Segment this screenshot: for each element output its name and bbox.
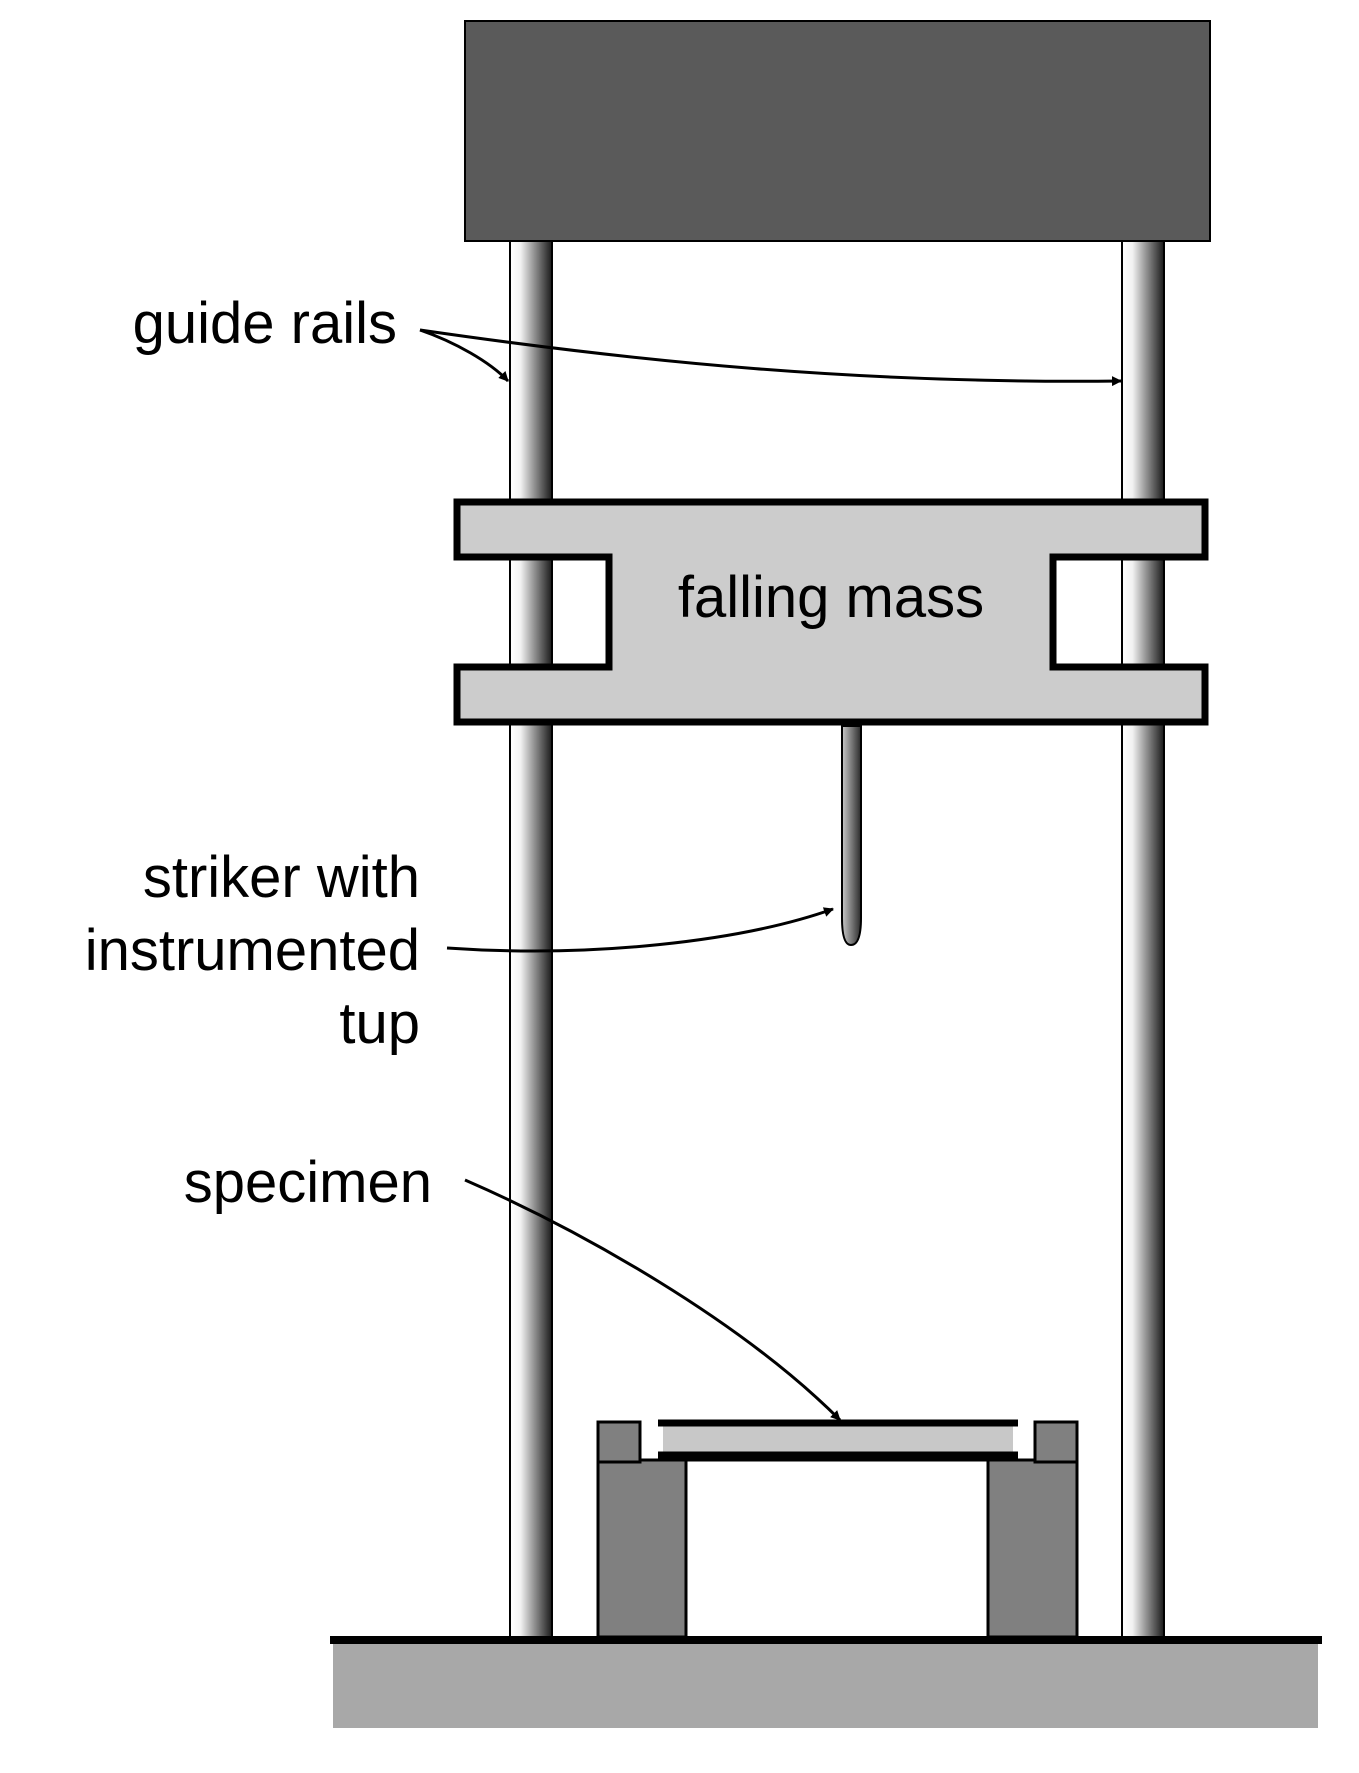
label-striker-line3: tup (339, 991, 420, 1056)
specimen-support-left-lip (596, 1420, 642, 1464)
striker-tup (841, 725, 862, 947)
top-block (464, 20, 1211, 242)
label-striker-line2: instrumented (85, 918, 420, 983)
striker-arrow (446, 907, 834, 953)
right-guide-rail (1121, 239, 1165, 1638)
specimen-support-left (596, 1458, 688, 1639)
guide-rails-arrow-left (419, 328, 510, 383)
label-falling-mass: falling mass (678, 565, 984, 630)
specimen-support-right (986, 1458, 1079, 1639)
specimen-plate (663, 1423, 1013, 1453)
specimen-support-right-lip (1033, 1420, 1079, 1464)
falling-mass (453, 498, 1209, 726)
base-plate (333, 1638, 1318, 1728)
label-striker-line1: striker with (143, 845, 420, 910)
label-specimen: specimen (184, 1150, 432, 1215)
label-guide-rails: guide rails (133, 291, 397, 356)
left-guide-rail (509, 239, 553, 1638)
specimen-arrow (464, 1178, 842, 1422)
guide-rails-arrow-right (419, 328, 1122, 387)
